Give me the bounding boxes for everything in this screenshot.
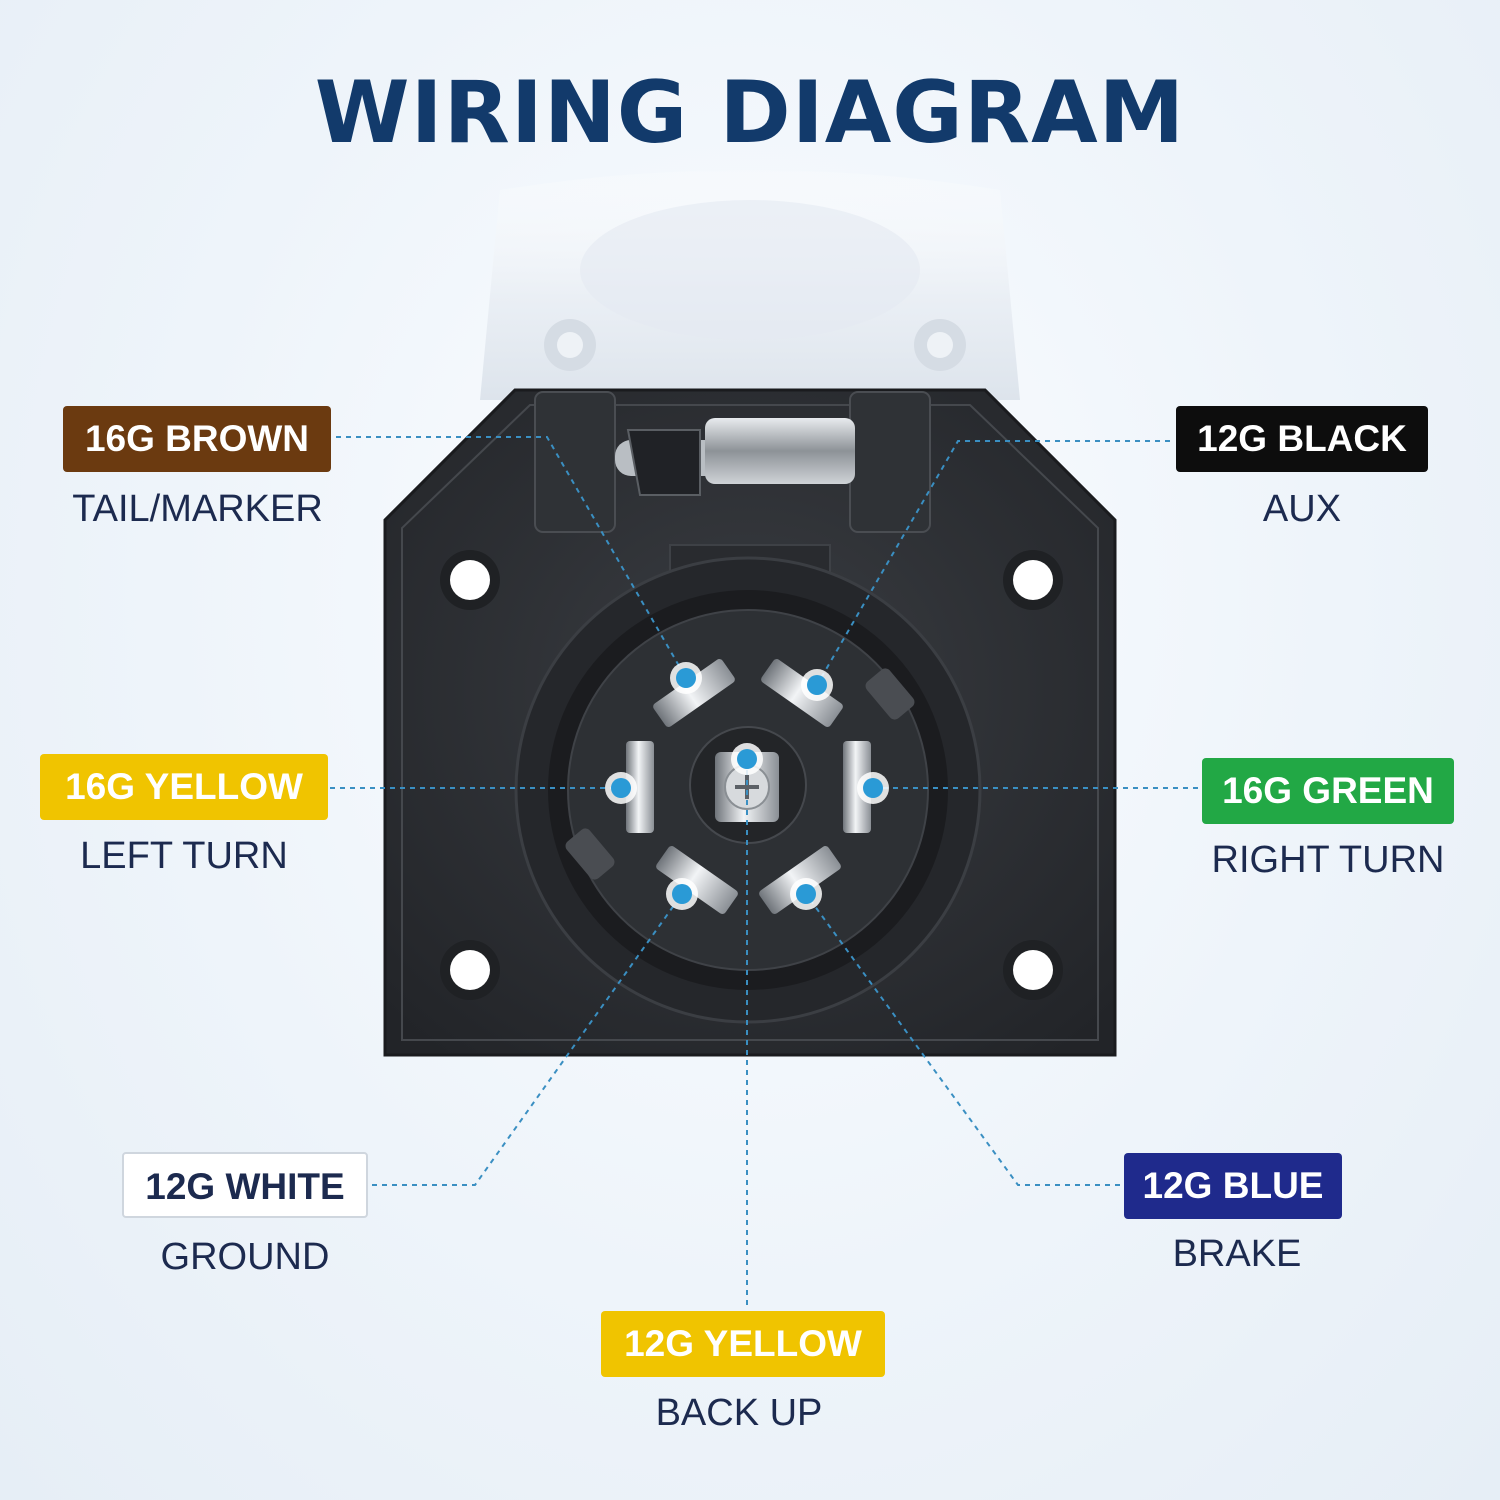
pin-blade bbox=[653, 659, 735, 727]
wire-tag-12g-yellow: 12G YELLOW bbox=[601, 1311, 885, 1377]
wire-function-brake: BRAKE bbox=[1172, 1233, 1302, 1275]
pin-marker-dot bbox=[863, 778, 883, 798]
pin-marker-dot bbox=[611, 778, 631, 798]
pin-blade bbox=[761, 659, 843, 727]
wire-tag-12g-white: 12G WHITE bbox=[122, 1152, 368, 1218]
hinge-spring bbox=[705, 418, 855, 484]
wire-tag-16g-green: 16G GREEN bbox=[1202, 758, 1454, 824]
wire-function-ground: GROUND bbox=[160, 1236, 330, 1278]
pin-blade bbox=[843, 741, 871, 833]
pin-markers bbox=[605, 662, 889, 910]
leader-line-black bbox=[816, 440, 1170, 686]
pin-marker-dot bbox=[807, 675, 827, 695]
wire-tag-12g-black: 12G BLACK bbox=[1176, 406, 1428, 472]
pin-blade bbox=[626, 741, 654, 833]
wire-function-aux: AUX bbox=[1262, 488, 1342, 530]
leader-line-brown bbox=[336, 436, 687, 679]
pin-marker-dot bbox=[676, 668, 696, 688]
socket-body bbox=[383, 388, 1117, 1057]
mounting-hole bbox=[1003, 550, 1063, 610]
wire-function-right-turn: RIGHT TURN bbox=[1211, 839, 1445, 881]
pin-blade bbox=[656, 846, 738, 914]
wire-function-tail-marker: TAIL/MARKER bbox=[72, 488, 323, 530]
wire-function-back-up: BACK UP bbox=[655, 1392, 823, 1434]
mounting-hole bbox=[440, 940, 500, 1000]
wire-tag-16g-brown: 16G BROWN bbox=[63, 406, 331, 472]
leader-line-blue bbox=[805, 893, 1120, 1186]
leader-lines bbox=[330, 436, 1198, 1305]
mounting-hole bbox=[440, 550, 500, 610]
page-title: WIRING DIAGRAM bbox=[314, 63, 1186, 163]
wire-tag-12g-blue: 12G BLUE bbox=[1124, 1153, 1342, 1219]
socket-lid bbox=[480, 170, 1020, 400]
wire-function-left-turn: LEFT TURN bbox=[80, 835, 288, 877]
wire-tag-16g-yellow: 16G YELLOW bbox=[40, 754, 328, 820]
pin-marker-dot bbox=[672, 884, 692, 904]
pin-marker-dot bbox=[796, 884, 816, 904]
leader-line-white bbox=[372, 893, 683, 1186]
mounting-hole bbox=[1003, 940, 1063, 1000]
pin-marker-dot bbox=[737, 749, 757, 769]
